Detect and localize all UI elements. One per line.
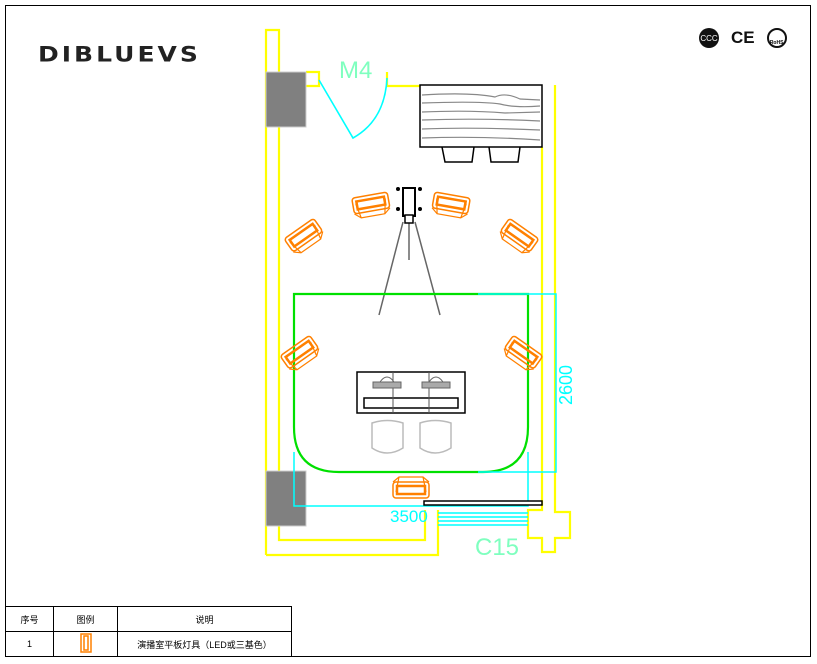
row-symbol bbox=[53, 631, 118, 657]
window-sill bbox=[423, 500, 543, 506]
table-row: 1 演播室平板灯具（LED或三基色） bbox=[5, 631, 292, 657]
panel-light bbox=[391, 475, 431, 500]
panel-light bbox=[496, 217, 541, 258]
panel-light-icon bbox=[79, 633, 92, 653]
row-description: 演播室平板灯具（LED或三基色） bbox=[117, 631, 292, 657]
panel-light bbox=[278, 334, 323, 375]
depth-dimension: 2600 bbox=[556, 365, 576, 405]
brand-logo: DIBLUEVS bbox=[38, 42, 201, 67]
camera-tripod bbox=[378, 187, 441, 316]
window-label: C15 bbox=[475, 534, 519, 561]
ccc-icon: CCC bbox=[699, 28, 719, 48]
anchor-desk bbox=[356, 371, 466, 414]
panel-light bbox=[282, 217, 327, 258]
header-description: 说明 bbox=[117, 606, 292, 632]
drawing-frame bbox=[5, 5, 811, 657]
rohs-icon: RoHS bbox=[766, 28, 787, 48]
ce-icon: CE bbox=[731, 28, 755, 47]
column bbox=[265, 71, 307, 128]
panel-light bbox=[350, 190, 393, 221]
door-label: M4 bbox=[339, 57, 372, 84]
door-swing bbox=[318, 77, 388, 140]
row-index: 1 bbox=[5, 631, 54, 657]
header-index: 序号 bbox=[5, 606, 54, 632]
panel-light bbox=[500, 334, 545, 375]
dimension-lines bbox=[293, 293, 557, 526]
width-dimension: 3500 bbox=[390, 507, 428, 526]
column bbox=[265, 470, 307, 527]
legend-table: 序号 图例 说明 1 演播室平板灯具（LED或三基色） bbox=[5, 606, 292, 657]
certification-marks: CCC CE RoHS bbox=[699, 28, 787, 48]
chairs bbox=[371, 419, 452, 454]
legend-header-row: 序号 图例 说明 bbox=[5, 606, 292, 632]
studio-lights bbox=[278, 190, 545, 500]
header-symbol: 图例 bbox=[53, 606, 118, 632]
panel-light bbox=[429, 190, 472, 221]
wooden-cabinet bbox=[419, 84, 543, 163]
